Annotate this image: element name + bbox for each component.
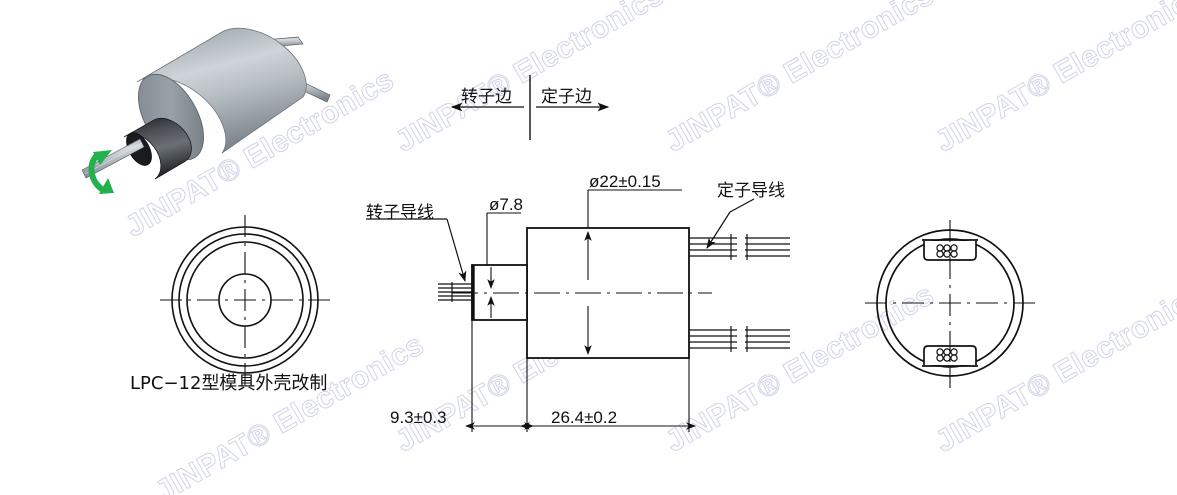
rotor-lead-wire (438, 282, 472, 302)
front-circle-3 (186, 241, 304, 359)
stator-side-label: 定子边 (541, 87, 592, 107)
iso-rotor-hub (123, 117, 192, 180)
isometric-view (81, 27, 331, 194)
rear-slot-bottom (922, 345, 978, 367)
rear-end-view (865, 220, 1035, 388)
body-length-dimension: 26.4±0.2 (551, 408, 618, 427)
stator-lead-wire-upper (689, 234, 790, 260)
iso-front-shaft (81, 138, 145, 179)
rotor-lead-leader (366, 218, 467, 283)
rotor-side-label: 转子边 (461, 87, 512, 107)
rotor-lead-wire-label: 转子导线 (366, 203, 434, 223)
stator-lead-wire-lower (689, 326, 790, 352)
front-end-view (160, 215, 330, 385)
dim-extension-lines (471, 320, 690, 432)
shaft-length-dimension: 9.3±0.3 (390, 408, 447, 427)
stator-lead-wire-label: 定子导线 (717, 181, 785, 201)
body-diameter-dimension: ø22±0.15 (589, 172, 661, 191)
dim-shaft-diameter (486, 212, 521, 318)
dim-body-diameter (584, 189, 682, 355)
stator-lead-leader (706, 198, 755, 249)
front-view-caption: LPC−12型模具外壳改制 (130, 373, 328, 394)
section-view (366, 189, 790, 432)
side-indicator (450, 75, 610, 140)
rotation-arrow-icon (88, 150, 114, 194)
shaft-diameter-dimension: ø7.8 (489, 195, 524, 214)
